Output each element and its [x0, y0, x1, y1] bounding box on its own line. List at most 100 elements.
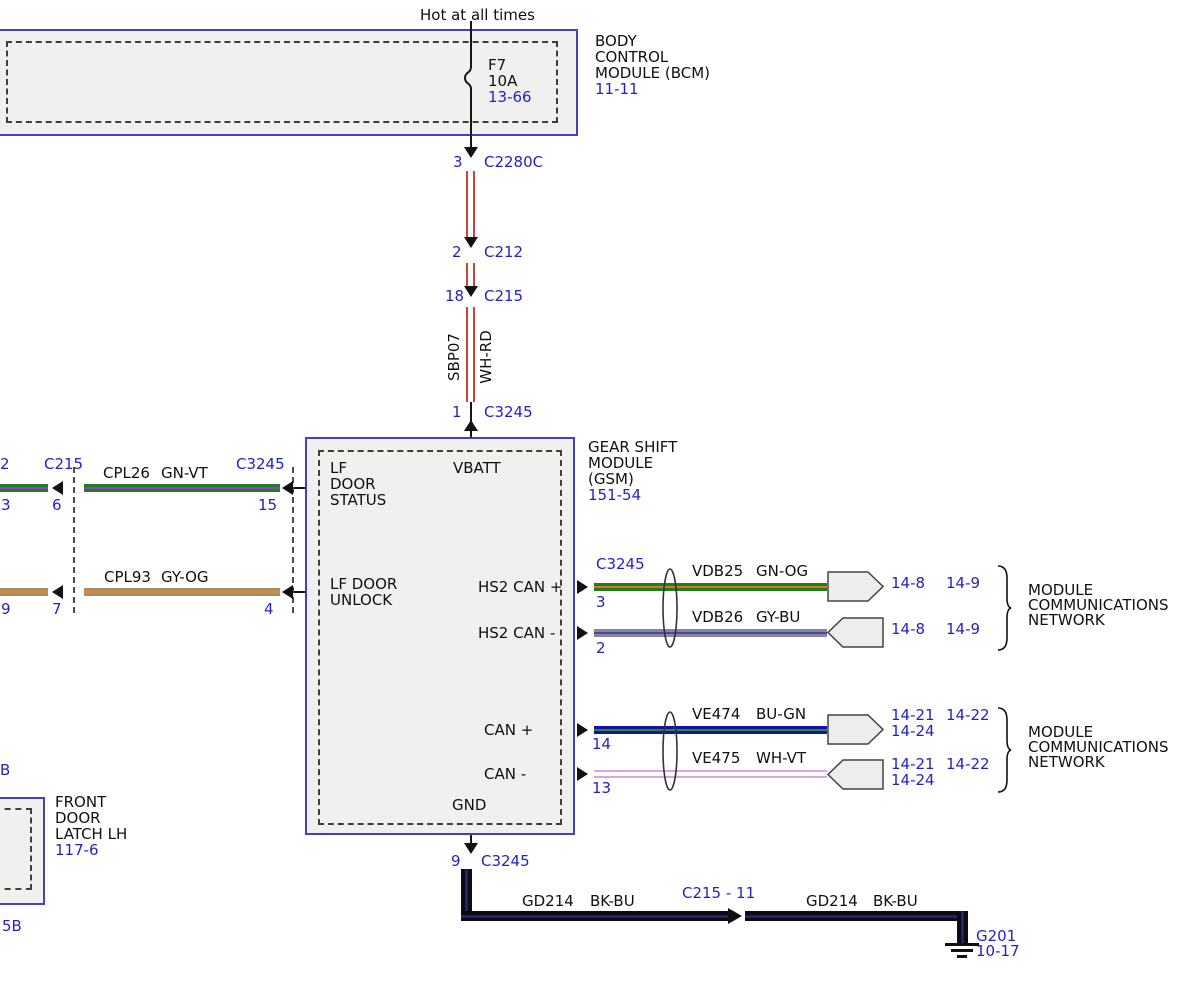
wire-bk-bu-segment — [461, 869, 472, 921]
page-ref: 14-24 — [891, 771, 935, 789]
pin-number: 3 — [1, 496, 11, 514]
latch-title-line2: DOOR — [55, 809, 101, 827]
wire-color-label: BU-GN — [756, 705, 807, 723]
wire-color-label: WH-VT — [756, 749, 807, 767]
gsm-title-line1: GEAR SHIFT — [588, 438, 678, 456]
circuit-label-gd214: GD214 — [806, 892, 858, 910]
pin-number: 2 — [596, 639, 606, 657]
gsm-pin-label-lf-door-status: DOOR — [330, 475, 376, 493]
power-feed-wire — [470, 21, 472, 60]
connector-name: C2280C — [484, 153, 544, 171]
offpage-connector-arrow-right — [827, 714, 884, 745]
pin-number: 9 — [451, 852, 461, 870]
circuit-label-vdb26: VDB26 — [692, 608, 744, 626]
page-ref: 14-22 — [946, 755, 990, 773]
page-ref: 14-24 — [891, 722, 935, 740]
partial-connector-label: B — [0, 761, 11, 779]
gsm-pin-label-vbatt: VBATT — [453, 459, 501, 477]
connector-arrow-down-icon — [464, 147, 478, 158]
page-ref: 14-9 — [946, 620, 981, 638]
partial-pin-label: 5B — [2, 917, 22, 935]
partial-connector-label: 2 — [0, 455, 10, 473]
connector-name: C3245 — [596, 555, 645, 573]
ground-name: G201 — [976, 927, 1017, 945]
fuse-rating: 10A — [488, 72, 518, 90]
wire-gn-og-segment — [594, 583, 827, 591]
network-label: COMMUNICATIONS — [1028, 738, 1169, 756]
page-ref: 14-21 — [891, 755, 935, 773]
gsm-pin-label-can-plus: CAN + — [484, 721, 534, 739]
connector-arrow-left-icon — [52, 585, 63, 599]
connector-arrow-down-icon — [464, 237, 478, 248]
circuit-label-cpl26: CPL26 — [103, 464, 150, 482]
connector-arrow-right-icon — [577, 580, 588, 594]
wire-gy-bu-segment — [594, 629, 827, 637]
wire-gy-og-segment — [0, 588, 48, 596]
connector-arrow-left-icon — [282, 585, 293, 599]
ground-symbol — [957, 955, 967, 958]
wire-segment — [294, 591, 305, 593]
pin-number: 3 — [596, 593, 606, 611]
inline-connector-dashed-line — [292, 467, 294, 613]
connector-name: C3245 — [236, 455, 285, 473]
pin-number: 2 — [452, 243, 462, 261]
connector-name: C3245 — [481, 852, 530, 870]
front-door-latch-inner-dashed-box — [0, 808, 32, 890]
offpage-connector-arrow-right — [827, 571, 884, 602]
connector-arrow-right-icon — [577, 626, 588, 640]
page-ref: 14-21 — [891, 706, 935, 724]
ground-page-ref: 10-17 — [976, 942, 1020, 960]
gsm-box — [305, 437, 575, 835]
gsm-pin-label-lf-door-unlock: LF DOOR — [330, 575, 398, 593]
gsm-pin-label-can-minus: CAN - — [484, 765, 527, 783]
hot-at-all-times-label: Hot at all times — [420, 6, 535, 24]
power-feed-wire — [470, 101, 472, 148]
offpage-connector-arrow-left — [827, 617, 884, 648]
wire-segment — [470, 402, 472, 437]
connector-arrow-up-icon — [464, 420, 478, 431]
wire-segment — [294, 487, 305, 489]
connector-arrow-left-icon — [52, 481, 63, 495]
wire-wh-rd-segment — [466, 307, 475, 402]
latch-title-line1: FRONT — [55, 793, 107, 811]
pin-number: 1 — [452, 403, 462, 421]
bcm-page-ref: 11-11 — [595, 80, 639, 98]
pin-number: 15 — [258, 496, 278, 514]
wire-bk-bu-segment — [957, 911, 968, 943]
network-label: MODULE — [1028, 581, 1094, 599]
network-label: MODULE — [1028, 723, 1094, 741]
pin-number: 9 — [1, 600, 11, 618]
pin-number: 13 — [592, 779, 612, 797]
wire-color-label: GY-OG — [161, 568, 209, 586]
wire-color-label: BK-BU — [873, 892, 918, 910]
circuit-label-vdb25: VDB25 — [692, 562, 744, 580]
ground-symbol — [945, 943, 979, 946]
wire-color-label: GY-BU — [756, 608, 801, 626]
latch-page-ref: 117-6 — [55, 841, 99, 859]
fuse-name: F7 — [488, 56, 507, 74]
wire-bk-bu-segment — [461, 911, 734, 921]
network-label: COMMUNICATIONS — [1028, 596, 1169, 614]
gsm-pin-label-hs2-can-plus: HS2 CAN + — [478, 578, 563, 596]
offpage-connector-arrow-left — [827, 759, 884, 790]
brace-icon — [997, 707, 1012, 793]
circuit-label-sbp07: SBP07 — [445, 333, 463, 381]
page-ref: 14-8 — [891, 620, 926, 638]
network-label: NETWORK — [1028, 611, 1105, 629]
connector-arrow-right-icon — [577, 723, 588, 737]
pin-number: 18 — [445, 287, 465, 305]
twisted-pair-symbol — [662, 711, 678, 791]
wire-wh-rd-segment — [466, 171, 475, 238]
gsm-page-ref: 151-54 — [588, 486, 642, 504]
wire-wh-rd-segment — [466, 263, 475, 286]
wire-color-label: BK-BU — [590, 892, 635, 910]
connector-arrow-left-icon — [282, 481, 293, 495]
twisted-pair-symbol — [662, 568, 678, 648]
page-ref: 14-9 — [946, 574, 981, 592]
connector-arrow-down-icon — [464, 286, 478, 297]
gsm-pin-label-lf-door-unlock: UNLOCK — [330, 591, 393, 609]
wire-wh-vt-segment — [594, 770, 827, 778]
page-ref: 14-8 — [891, 574, 926, 592]
pin-number: 7 — [52, 600, 62, 618]
